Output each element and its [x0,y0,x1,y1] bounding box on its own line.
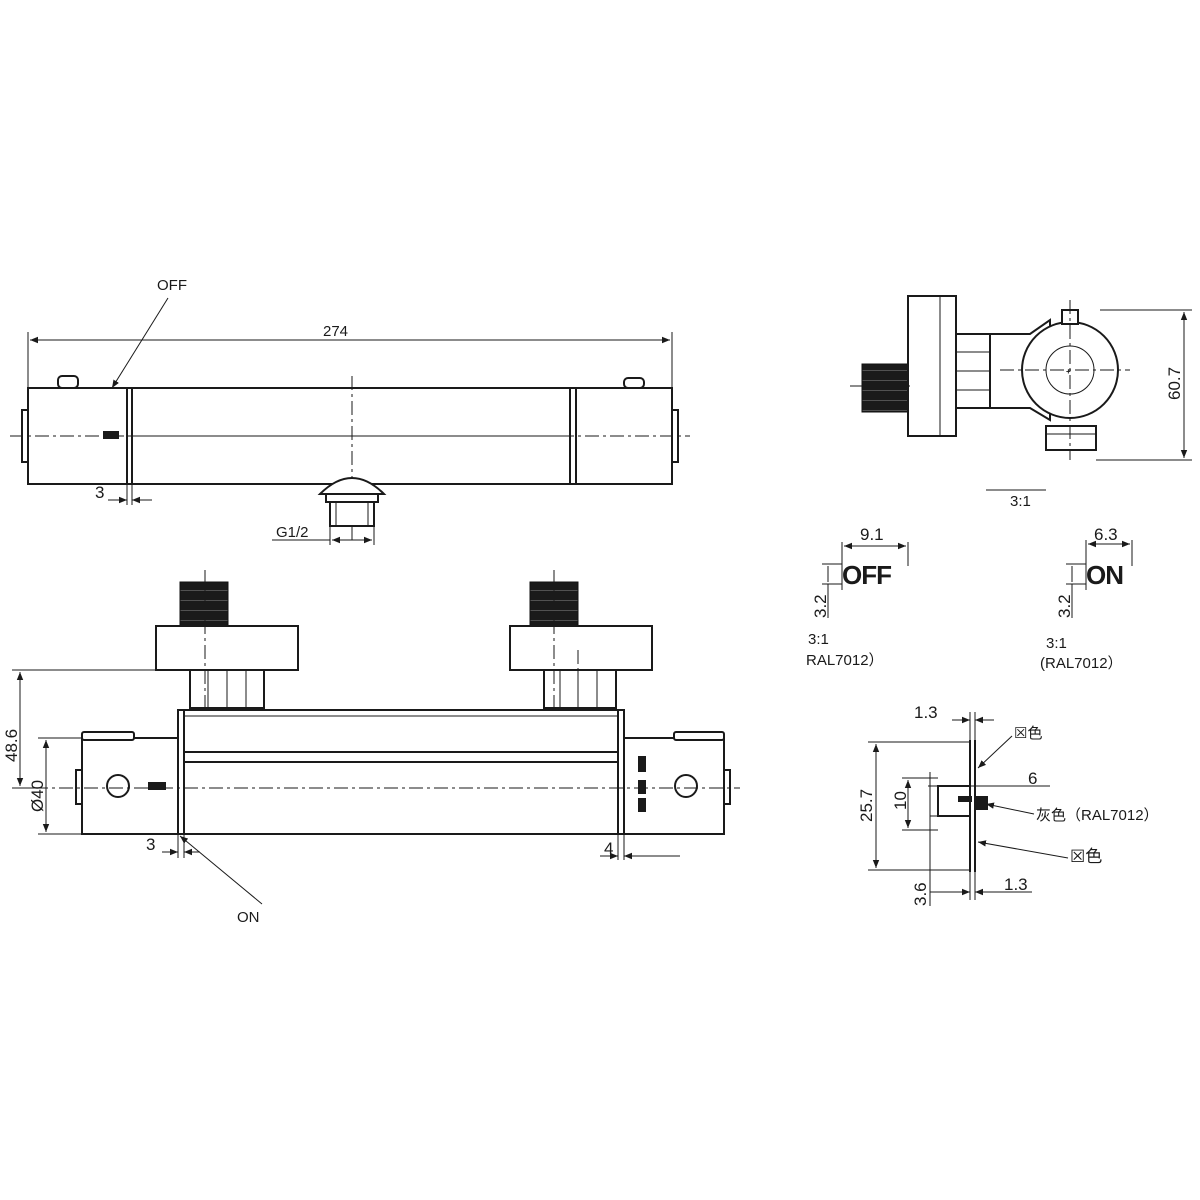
side-view: + 60.7 3:1 [850,295,1192,510]
off-color: RAL7012） [806,652,884,669]
dim-274: 274 [323,323,348,340]
pin-right [623,377,645,389]
label-on: ON [237,909,260,926]
inlet-nut-right [543,669,617,709]
screw-hole-left [106,774,130,798]
dim-g12: G1/2 [276,524,309,541]
off-mark-text: OFF [842,560,891,590]
dim-10: 10 [891,791,910,810]
dim-9-1: 9.1 [860,525,884,544]
off-scale: 3:1 [808,631,829,648]
side-outlet [1045,425,1097,451]
dim-6: 6 [1028,769,1037,788]
dim-48-6: 48.6 [2,729,21,762]
svg-text:+: + [1066,367,1071,376]
section-detail: 1.3 ☒色 6 10 25.7 灰色（RAL7012） ☒色 3.6 1.3 [857,703,1159,906]
inlet-flange-left [155,625,299,671]
side-flange [907,295,957,437]
on-scale: 3:1 [1046,635,1067,652]
label-color-bottom: ☒色 [1070,847,1102,866]
dim-3-top: 3 [95,483,104,502]
dim-3-2-on: 3.2 [1055,594,1074,618]
side-scale: 3:1 [1010,493,1031,510]
dim-1-3-bottom: 1.3 [1004,875,1028,894]
dim-60-7: 60.7 [1165,367,1184,400]
dim-3-2-off: 3.2 [811,594,830,618]
side-thread [861,363,911,413]
off-mark-front [148,782,166,790]
top-view: 274 OFF 3 [10,277,690,545]
label-color-top: ☒色 [1014,725,1042,742]
on-marking-detail: 6.3 ON 3.2 3:1 (RAL7012） [1040,525,1133,672]
inlet-flange-right [509,625,653,671]
inlet-thread-left [179,581,229,627]
dim-d40: Ø40 [28,780,47,812]
dim-3-6: 3.6 [911,882,930,906]
off-mark [103,431,119,439]
dim-4: 4 [604,839,613,858]
off-marking-detail: 9.1 OFF 3.2 3:1 RAL7012） [806,525,909,669]
front-view: 48.6 Ø40 3 ON 4 [2,570,740,926]
dim-25-7: 25.7 [857,789,876,822]
on-color: (RAL7012） [1040,655,1123,672]
on-leader [179,835,263,905]
screw-hole-right [674,774,698,798]
outlet-nut [329,501,375,527]
dim-3-front: 3 [146,835,155,854]
outlet-dome [317,477,387,495]
label-grey: 灰色（RAL7012） [1036,807,1159,824]
dim-1-3-top: 1.3 [914,703,938,722]
off-leader [111,297,169,389]
on-mark-text: ON [1086,560,1123,590]
label-off: OFF [157,277,187,294]
front-body [177,709,625,835]
dim-6-3: 6.3 [1094,525,1118,544]
pin-left [57,375,79,389]
